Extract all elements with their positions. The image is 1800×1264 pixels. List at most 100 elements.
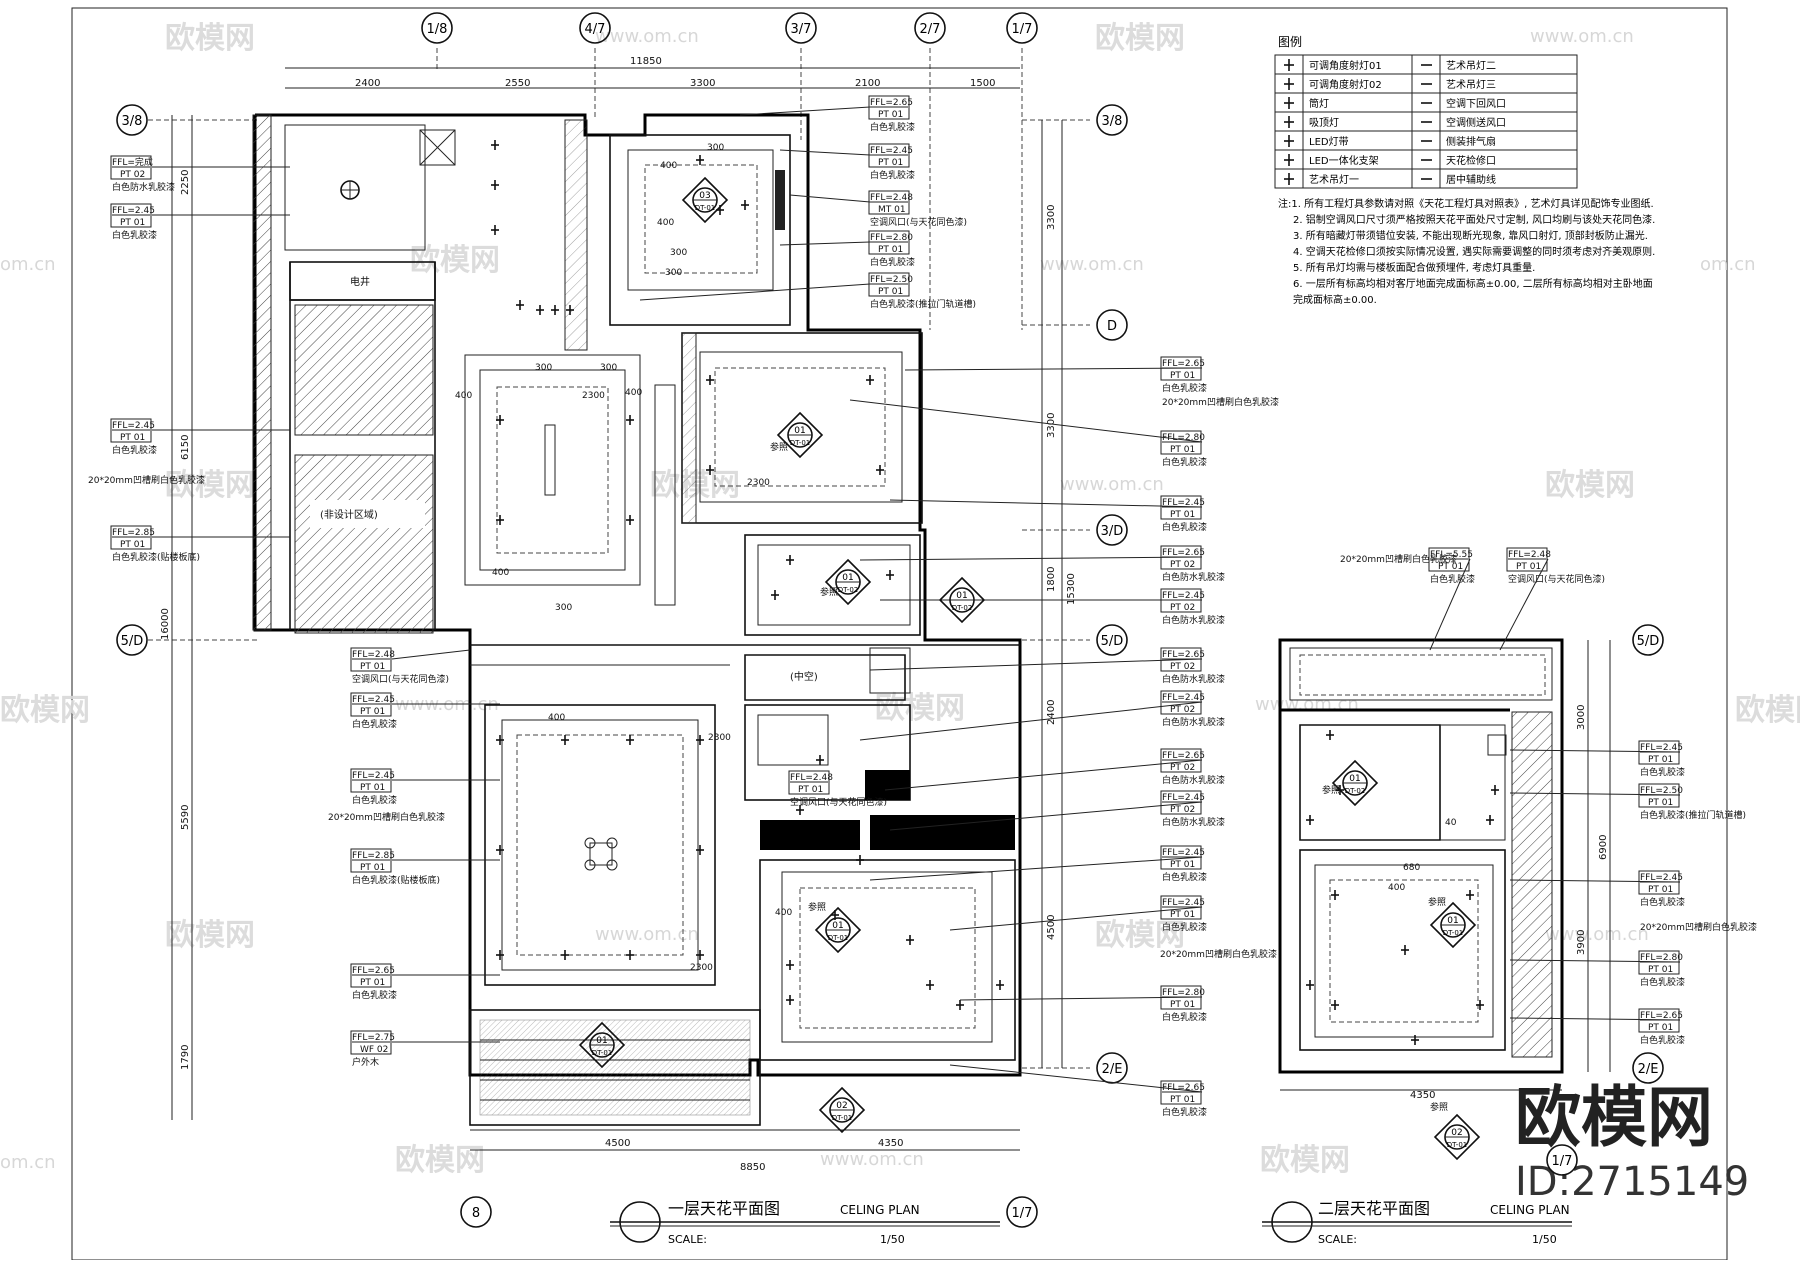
tag-ffl: FFL=2.65 <box>1162 359 1205 369</box>
axis-bubble: 3/7 <box>785 12 817 44</box>
tag-note: 白色乳胶漆 <box>1162 871 1207 883</box>
spot-light-icon <box>551 305 559 315</box>
watermark-brand: 欧模网 <box>165 468 255 503</box>
tag-ffl: FFL=2.45 <box>112 421 155 431</box>
tag-ffl: FFL=2.48 <box>1508 550 1551 560</box>
tag-code: PT 01 <box>1648 755 1673 765</box>
inner-dimension: 300 <box>665 268 682 278</box>
legend-label: 天花检修口 <box>1446 154 1496 167</box>
axis-lines <box>148 48 1090 1069</box>
dim-seg: 3300 <box>1046 205 1057 230</box>
ref-label: 参照 <box>808 901 826 913</box>
inner-dimension: 2300 <box>747 478 770 488</box>
plan-2-outline <box>1278 638 1564 1074</box>
tag-code: PT 02 <box>1170 603 1195 613</box>
tag-code: PT 01 <box>120 433 145 443</box>
legend-label: 空调下回风口 <box>1446 97 1506 110</box>
dim-seg: 5590 <box>180 805 191 830</box>
dimension-left: 16000 2250 6150 5590 1790 <box>160 115 193 1120</box>
spot-light-icon <box>626 415 634 425</box>
non-design-label: (非设计区域) <box>320 508 378 521</box>
watermark-brand: 欧模网 <box>410 243 500 278</box>
wall-hatch <box>252 114 272 631</box>
plan-2-title-en: CELING PLAN <box>1490 1203 1570 1217</box>
tag-ffl: FFL=完成 <box>112 156 153 168</box>
note-line: 4. 空调天花检修口须按实际情况设置, 遇实际需要调整的同时须考虑对齐美观原则. <box>1293 245 1655 258</box>
groove-note: 20*20mm凹槽刷白色乳胶漆 <box>328 811 445 823</box>
dim-seg: 1800 <box>1046 567 1057 592</box>
tag-ffl: FFL=2.65 <box>1162 1083 1205 1093</box>
groove-note: 20*20mm凹槽刷白色乳胶漆 <box>1162 396 1279 408</box>
inner-dimension: 300 <box>555 603 572 613</box>
spot-light-icon <box>496 515 504 525</box>
detail-ref: DT-01 <box>828 934 848 942</box>
tag-ffl: FFL=2.45 <box>1162 793 1205 803</box>
note-line: 完成面标高±0.00. <box>1293 293 1377 306</box>
tag-ffl: FFL=2.45 <box>1162 848 1205 858</box>
note-line: 2. 铝制空调风口尺寸须严格按照天花平面处尺寸定制, 风口均刷与该处天花同色漆. <box>1293 213 1655 226</box>
axis-bubble: D <box>1096 309 1128 341</box>
legend-label: LED一体化支架 <box>1309 154 1379 167</box>
watermark-site: www.om.cn <box>820 1149 924 1170</box>
spot-light-icon <box>786 960 794 970</box>
spot-light-icon <box>1331 890 1339 900</box>
detail-ref: DT-01 <box>695 204 715 212</box>
detail-ref: DT-02 <box>838 586 858 594</box>
spot-light-icon <box>706 465 714 475</box>
tag-note: 白色乳胶漆(贴楼板底) <box>352 874 440 886</box>
spot-light-icon <box>516 300 524 310</box>
tag-code: PT 01 <box>878 287 903 297</box>
spot-light-icon <box>536 305 544 315</box>
detail-number: 01 <box>1447 916 1458 926</box>
detail-ref: DT-01 <box>592 1049 612 1057</box>
spot-light-icon <box>796 805 804 815</box>
axis-bubble: 1/7 <box>1006 12 1038 44</box>
tag-ffl: FFL=2.48 <box>790 773 833 783</box>
tag-ffl: FFL=2.45 <box>352 695 395 705</box>
axis-bubble: 2/E <box>1632 1052 1664 1084</box>
inner-dimension: 400 <box>548 713 565 723</box>
detail-ref: DT-01 <box>790 439 810 447</box>
tag-note: 白色防水乳胶漆 <box>1162 716 1225 728</box>
watermark-brand: 欧模网 <box>165 918 255 953</box>
watermark-brand: 欧模网 <box>1095 918 1185 953</box>
spot-light-icon <box>1331 1000 1339 1010</box>
plan-1-title: 一层天花平面图 <box>668 1199 780 1218</box>
axis-bubble: 5/D <box>1632 624 1664 656</box>
tag-code: PT 01 <box>1170 910 1195 920</box>
groove-note: 20*20mm凹槽刷白色乳胶漆 <box>1160 948 1277 960</box>
upper-living-ceiling <box>464 354 641 586</box>
ref-label: 参照 <box>820 586 838 598</box>
brand-stamp: 欧模网 ID:2715149 <box>1515 1079 1749 1205</box>
tag-note: 白色乳胶漆 <box>112 444 157 456</box>
dim-seg: 2400 <box>355 78 380 89</box>
groove-note: 20*20mm凹槽刷白色乳胶漆 <box>1340 553 1457 565</box>
inner-dimensions: 4004003003003002300230040030040030040030… <box>455 143 1457 973</box>
room-right-a <box>744 704 911 801</box>
inner-dimension: 400 <box>657 218 674 228</box>
svg-text:1/8: 1/8 <box>427 22 448 37</box>
spot-light-icon <box>566 305 574 315</box>
